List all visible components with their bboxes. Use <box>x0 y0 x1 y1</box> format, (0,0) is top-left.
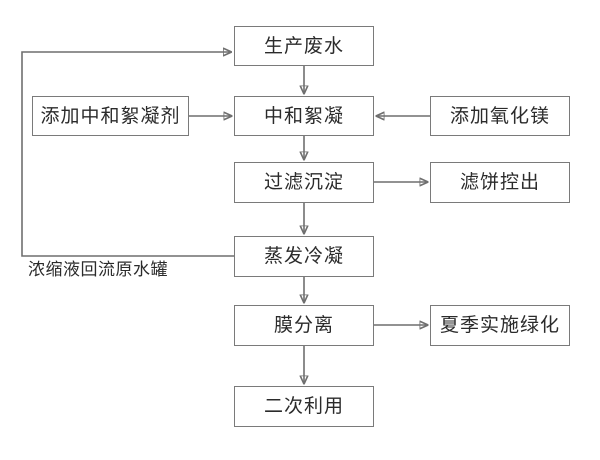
node-label: 二次利用 <box>263 395 344 417</box>
node-label: 过滤沉淀 <box>263 171 344 193</box>
node-filtration-sedimentation[interactable]: 过滤沉淀 <box>234 162 374 203</box>
edge-concentrate-recycle-loop <box>21 52 234 257</box>
node-add-neutralizing-flocculant[interactable]: 添加中和絮凝剂 <box>32 96 189 136</box>
node-label: 生产废水 <box>263 34 344 57</box>
node-label: 夏季实施绿化 <box>439 314 560 336</box>
annotation-concentrate-recycle-to-raw-water-tank: 浓缩液回流原水罐 <box>28 260 168 280</box>
node-evaporation-condensation[interactable]: 蒸发冷凝 <box>234 236 374 277</box>
node-label: 添加氧化镁 <box>449 104 550 127</box>
node-label: 中和絮凝 <box>263 104 344 127</box>
node-summer-greening[interactable]: 夏季实施绿化 <box>430 305 570 346</box>
node-label: 滤饼控出 <box>459 171 540 193</box>
node-add-magnesium-oxide[interactable]: 添加氧化镁 <box>430 96 570 136</box>
node-neutralization-flocculation[interactable]: 中和絮凝 <box>234 96 374 136</box>
node-secondary-reuse[interactable]: 二次利用 <box>234 386 374 427</box>
node-production-wastewater[interactable]: 生产废水 <box>234 26 374 66</box>
node-label: 蒸发冷凝 <box>263 245 344 267</box>
node-filter-cake-discharge[interactable]: 滤饼控出 <box>430 162 570 203</box>
node-label: 添加中和絮凝剂 <box>40 104 181 127</box>
node-label: 膜分离 <box>273 314 334 336</box>
node-membrane-separation[interactable]: 膜分离 <box>234 305 374 346</box>
